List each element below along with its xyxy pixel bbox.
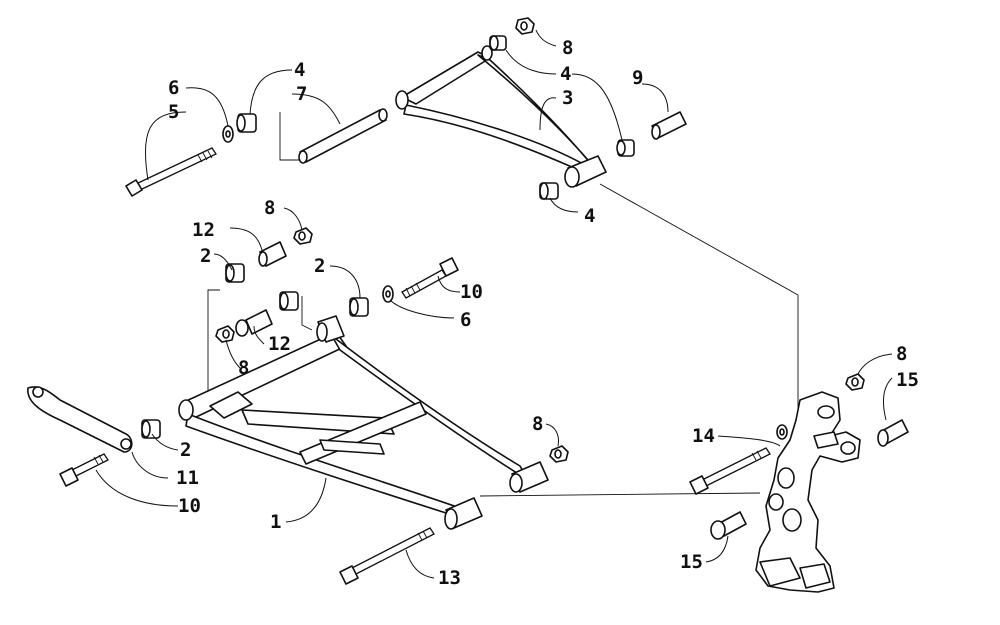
callout-4: 4 xyxy=(294,59,305,81)
bushing xyxy=(616,139,635,157)
bolt xyxy=(689,447,771,495)
lock-nut xyxy=(293,227,313,245)
callout-2: 2 xyxy=(200,245,211,267)
upper-a-arm-assembly xyxy=(125,17,687,200)
callout-8: 8 xyxy=(532,413,543,435)
washer xyxy=(776,424,788,440)
flange-bushing xyxy=(877,419,909,447)
callout-11: 11 xyxy=(176,467,199,489)
lock-nut xyxy=(215,325,235,343)
lower-a-arm xyxy=(178,315,549,530)
callout-6: 6 xyxy=(168,77,179,99)
bushing xyxy=(225,263,245,283)
bolt xyxy=(401,257,459,299)
bushing xyxy=(349,297,369,317)
callout-4: 4 xyxy=(584,205,595,227)
callout-4: 4 xyxy=(560,63,571,85)
callout-2: 2 xyxy=(314,255,325,277)
callout-8: 8 xyxy=(238,357,249,379)
washer xyxy=(222,125,234,143)
flange-bushing xyxy=(235,309,273,337)
bushing xyxy=(539,182,559,200)
bushing xyxy=(236,113,257,133)
upper-a-arm xyxy=(395,45,607,188)
long-bolt xyxy=(125,147,217,197)
bushing xyxy=(279,291,299,311)
callout-6: 6 xyxy=(460,309,471,331)
callout-13: 13 xyxy=(438,567,461,589)
bushing xyxy=(489,35,507,51)
callout-10: 10 xyxy=(460,281,483,303)
callout-7: 7 xyxy=(296,83,307,105)
sleeve xyxy=(651,111,687,140)
callout-14: 14 xyxy=(692,425,715,447)
callout-3: 3 xyxy=(562,87,573,109)
callout-leaders xyxy=(95,29,893,579)
callout-8: 8 xyxy=(896,343,907,365)
callout-5: 5 xyxy=(168,101,179,123)
callout-1: 1 xyxy=(270,511,281,533)
flange-bushing xyxy=(710,511,747,540)
lower-a-arm-assembly xyxy=(27,227,569,585)
assembly-reference-lines xyxy=(207,112,799,497)
stabilizer-link xyxy=(27,386,133,453)
callout-15: 15 xyxy=(896,369,919,391)
steering-knuckle xyxy=(755,391,861,593)
pivot-tube xyxy=(298,108,388,164)
bolt xyxy=(59,453,109,487)
callout-15: 15 xyxy=(680,551,703,573)
callout-2: 2 xyxy=(180,439,191,461)
spindle-assembly xyxy=(689,373,909,593)
callout-10: 10 xyxy=(178,495,201,517)
callout-12: 12 xyxy=(268,333,291,355)
callout-8: 8 xyxy=(264,197,275,219)
lock-nut xyxy=(515,17,535,35)
flange-bushing xyxy=(258,241,287,267)
callout-9: 9 xyxy=(632,67,643,89)
lock-nut xyxy=(845,373,865,391)
callout-8: 8 xyxy=(562,37,573,59)
callout-labels: 8 4 9 4 3 6 5 7 4 8 12 2 2 10 6 12 8 8 1… xyxy=(168,37,919,589)
callout-12: 12 xyxy=(192,219,215,241)
washer xyxy=(382,285,394,303)
lock-nut xyxy=(549,445,569,463)
bushing xyxy=(141,419,161,439)
long-bolt xyxy=(339,527,435,585)
